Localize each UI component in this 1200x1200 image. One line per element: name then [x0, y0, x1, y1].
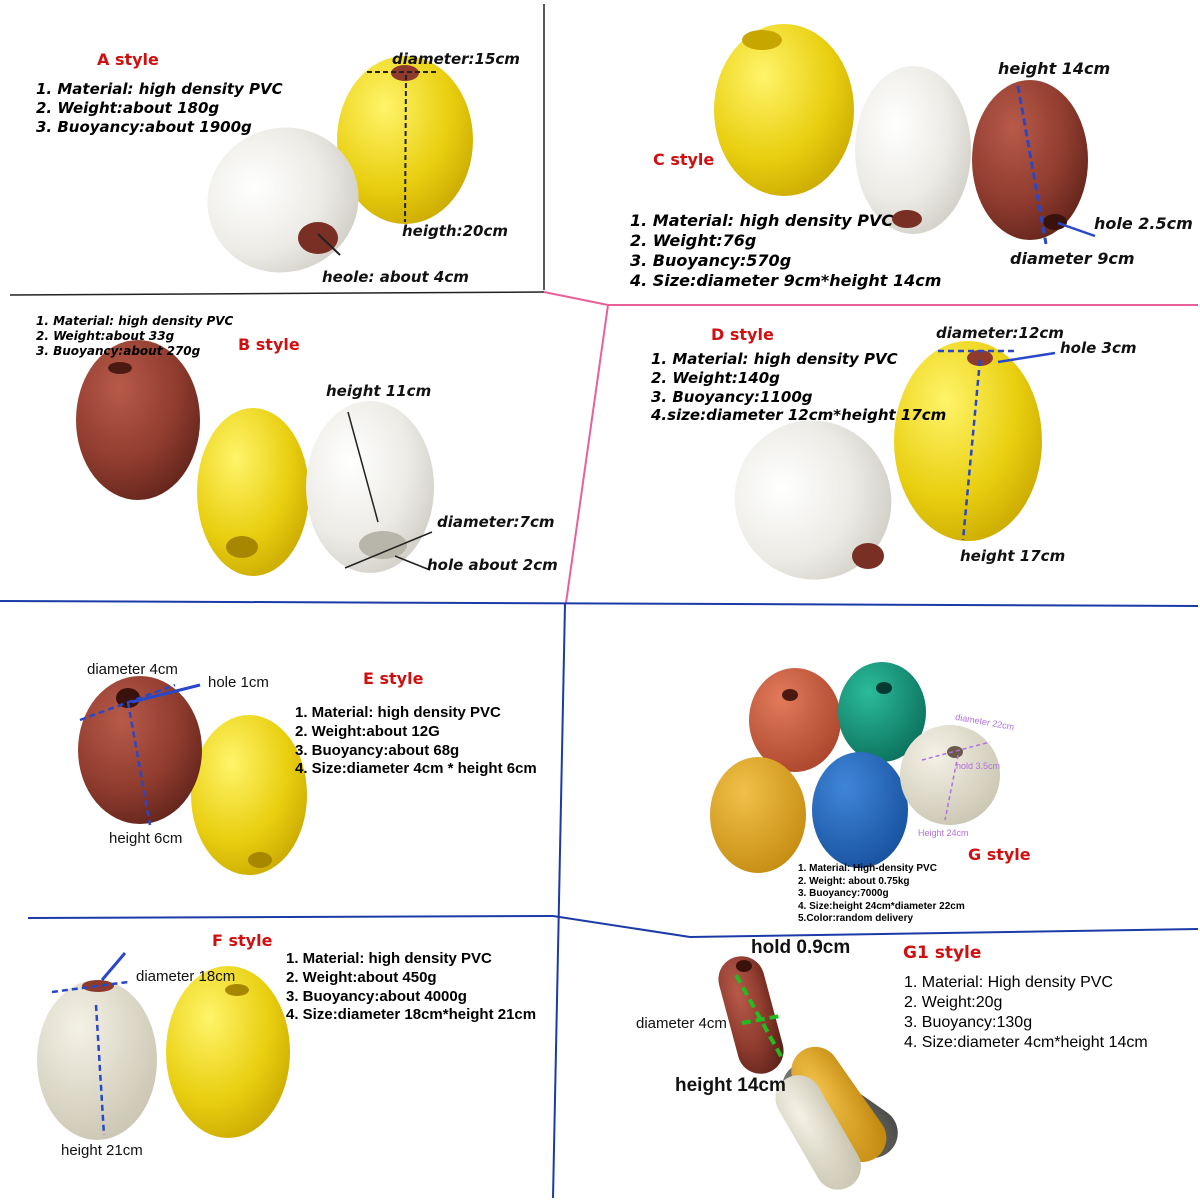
spec-line: 2. Weight:about 180g	[36, 98, 220, 117]
spec-line: 2. Weight:about 450g	[286, 968, 437, 986]
spec-line: 4. Size:diameter 4cm * height 6cm	[295, 760, 537, 778]
e-style-title: E style	[363, 669, 424, 688]
g1-diameter-label: diameter 4cm	[636, 1015, 727, 1032]
g1-style-title: G1 style	[903, 943, 982, 963]
spec-line: 2. Weight:about 33g	[36, 329, 175, 343]
panel-dividers	[0, 4, 1199, 1199]
spec-line: 3. Buoyancy:1100g	[651, 387, 813, 406]
g1-height-label: height 14cm	[675, 1075, 786, 1096]
c-diameter-label: diameter 9cm	[1010, 249, 1135, 268]
g-hole-label: hold 3.5cm	[956, 761, 1001, 771]
spec-line: 2. Weight:76g	[630, 231, 757, 250]
spec-line: 1. Material: high density PVC	[651, 350, 898, 368]
spec-line: 4. Size:diameter 18cm*height 21cm	[286, 1006, 537, 1024]
a-diameter-label: diameter:15cm	[392, 50, 520, 68]
b-height-label: height 11cm	[326, 382, 432, 400]
c-style-specs: 1. Material: high density PVC 2. Weight:…	[630, 211, 941, 291]
e-height-label: height 6cm	[109, 830, 183, 847]
g1-style-floats	[718, 956, 898, 1190]
spec-line: 3. Buoyancy:130g	[904, 1014, 1033, 1031]
spec-line: 1. Material: high density PVC	[36, 80, 283, 98]
d-hole-label: hole 3cm	[1060, 339, 1137, 357]
a-style-floats	[207, 56, 473, 273]
d-height-label: height 17cm	[960, 547, 1066, 565]
spec-line: 1. Material: high density PVC	[286, 950, 492, 967]
spec-line: 3. Buoyancy:7000g	[798, 888, 889, 899]
f-style-title: F style	[212, 931, 273, 950]
spec-line: 1. Material: High density PVC	[904, 974, 1113, 991]
g-style-floats	[710, 662, 1000, 873]
b-hole-label: hole about 2cm	[427, 556, 558, 574]
spec-line: 4.size:diameter 12cm*height 17cm	[651, 406, 947, 425]
b-diameter-label: diameter:7cm	[437, 513, 555, 531]
e-style-specs: 1. Material: high density PVC 2. Weight:…	[295, 704, 537, 779]
e-hole-label: hole 1cm	[208, 674, 269, 691]
a-hole-label: heole: about 4cm	[322, 268, 469, 286]
c-style-floats	[714, 24, 1096, 245]
e-diameter-label: diameter 4cm	[87, 661, 178, 678]
spec-line: 3. Buoyancy:about 4000g	[286, 987, 467, 1005]
g1-hole-label: hold 0.9cm	[751, 937, 851, 958]
spec-line: 1. Material: High-density PVC	[798, 863, 937, 874]
b-style-floats	[76, 340, 434, 576]
d-style-floats	[734, 341, 1056, 580]
d-diameter-label: diameter:12cm	[936, 324, 1064, 342]
spec-line: 3. Buoyancy:about 1900g	[36, 117, 252, 136]
spec-line: 3. Buoyancy:about 68g	[295, 741, 460, 759]
f-style-floats	[37, 952, 290, 1140]
c-height-label: height 14cm	[998, 59, 1111, 78]
spec-line: 4. Size:diameter 9cm*height 14cm	[630, 271, 942, 290]
c-style-title: C style	[653, 150, 715, 169]
spec-line: 2. Weight: about 0.75kg	[798, 875, 910, 887]
spec-line: 5.Color:random delivery	[798, 913, 914, 924]
spec-line: 2. Weight:about 12G	[295, 722, 440, 740]
b-style-specs: 1. Material: high density PVC 2. Weight:…	[36, 314, 233, 359]
g-style-title: G style	[968, 845, 1031, 864]
a-height-label: heigth:20cm	[402, 222, 508, 240]
c-hole-label: hole 2.5cm	[1094, 214, 1193, 233]
spec-line: 1. Material: high density PVC	[295, 704, 501, 721]
spec-line: 2. Weight:20g	[904, 994, 1003, 1011]
spec-line: 1. Material: high density PVC	[630, 211, 894, 230]
spec-line: 3. Buoyancy:570g	[630, 251, 792, 270]
spec-line: 1. Material: high density PVC	[36, 314, 234, 328]
spec-line: 4. Size:height 24cm*diameter 22cm	[798, 900, 965, 912]
e-style-floats	[78, 676, 307, 875]
spec-line: 4. Size:diameter 4cm*height 14cm	[904, 1034, 1148, 1051]
f-style-specs: 1. Material: high density PVC 2. Weight:…	[286, 950, 536, 1025]
g-style-specs: 1. Material: High-density PVC 2. Weight:…	[798, 863, 965, 926]
f-diameter-label: diameter 18cm	[136, 968, 236, 985]
spec-line: 3. Buoyancy:about 270g	[36, 344, 201, 358]
d-style-title: D style	[711, 325, 774, 344]
b-style-title: B style	[238, 335, 300, 354]
g1-style-specs: 1. Material: High density PVC 2. Weight:…	[904, 973, 1148, 1053]
spec-line: 2. Weight:140g	[651, 368, 780, 387]
a-style-specs: 1. Material: high density PVC 2. Weight:…	[36, 80, 283, 136]
a-style-title: A style	[97, 50, 159, 69]
d-style-specs: 1. Material: high density PVC 2. Weight:…	[651, 350, 946, 425]
f-height-label: height 21cm	[61, 1142, 143, 1159]
g-height-label: Height 24cm	[918, 828, 969, 838]
